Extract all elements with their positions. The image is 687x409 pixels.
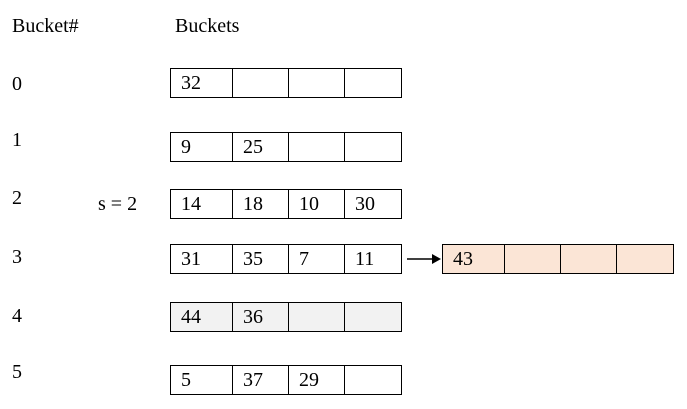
bucket-1-slot-1: 9 [171, 133, 233, 161]
overflow-slot-1: 43 [443, 245, 505, 273]
bucket-5-slot-1: 5 [171, 366, 233, 394]
bucket-number-1: 1 [12, 129, 22, 151]
bucket-1-slot-2: 25 [233, 133, 289, 161]
bucket-4-slot-4 [345, 303, 401, 331]
overflow-slot-4 [617, 245, 673, 273]
bucket-0: 32 [170, 68, 402, 98]
bucket-2-slot-3: 10 [289, 190, 345, 218]
bucket-1-slot-3 [289, 133, 345, 161]
bucket-1-slot-4 [345, 133, 401, 161]
bucket-4-slot-1: 44 [171, 303, 233, 331]
bucket-2-slot-2: 18 [233, 190, 289, 218]
bucket-3-slot-3: 7 [289, 245, 345, 273]
bucket-4-slot-2: 36 [233, 303, 289, 331]
bucket-5: 5 37 29 [170, 365, 402, 395]
bucket-2-slot-1: 14 [171, 190, 233, 218]
bucket-5-slot-2: 37 [233, 366, 289, 394]
bucket-3-slot-4: 11 [355, 248, 375, 270]
bucket-number-header: Bucket# [12, 15, 79, 37]
overflow-bucket-3: 43 [442, 244, 674, 274]
bucket-2-slot-4: 30 [355, 193, 375, 215]
bucket-0-slot-3 [289, 69, 345, 97]
bucket-3-slot-1: 31 [171, 245, 233, 273]
bucket-1: 9 25 [170, 132, 402, 162]
overflow-slot-2 [505, 245, 561, 273]
bucket-4: 44 36 [170, 302, 402, 332]
bucket-0-slot-1: 32 [171, 69, 233, 97]
bucket-0-slot-4 [345, 69, 401, 97]
bucket-2: 14 18 10 30 [170, 189, 402, 219]
bucket-number-0: 0 [12, 73, 22, 95]
bucket-number-2: 2 [12, 187, 22, 209]
bucket-number-5: 5 [12, 361, 22, 383]
bucket-number-3: 3 [12, 246, 22, 268]
bucket-5-slot-3: 29 [289, 366, 345, 394]
bucket-5-slot-4 [345, 366, 401, 394]
overflow-slot-3 [561, 245, 617, 273]
bucket-0-slot-2 [233, 69, 289, 97]
bucket-3-slot-2: 35 [233, 245, 289, 273]
overflow-arrow-icon [407, 254, 441, 264]
bucket-4-slot-3 [289, 303, 345, 331]
buckets-header: Buckets [175, 15, 240, 37]
bucket-3: 31 35 7 11 [170, 244, 402, 274]
split-pointer-label: s = 2 [98, 193, 138, 215]
bucket-number-4: 4 [12, 305, 22, 327]
